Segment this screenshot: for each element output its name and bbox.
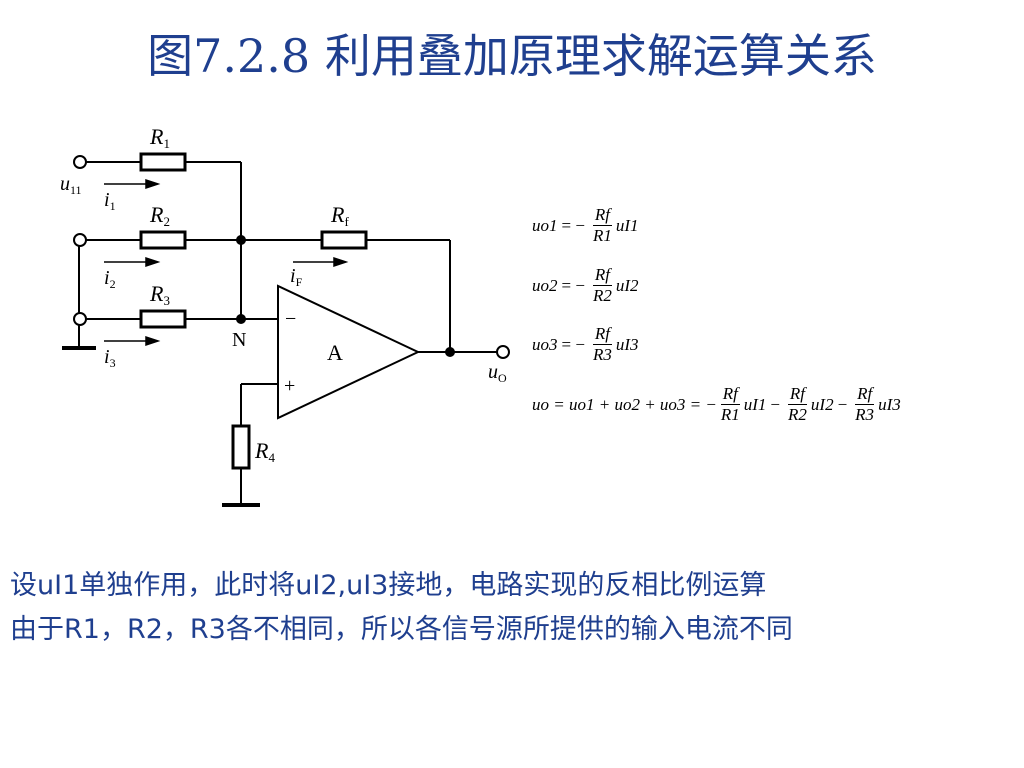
eq4-lhs: uo = uo1 + uo2 + uo3 = − — [532, 394, 717, 414]
eq1-rhs: uI1 — [615, 215, 639, 235]
label-i2: i2 — [104, 267, 116, 291]
equation-uo3: uo3 = − Rf R3 uI3 — [532, 324, 639, 365]
eq1-fraction: Rf R1 — [591, 205, 614, 246]
equation-uo2: uo2 = − Rf R2 uI2 — [532, 265, 639, 306]
resistor-rf — [320, 230, 368, 250]
junction-output — [445, 347, 455, 357]
terminal-u13 — [73, 312, 87, 326]
body-text-line-1: 设uI1单独作用，此时将uI2,uI3接地，电路实现的反相比例运算 — [10, 570, 767, 601]
eq2-fraction: Rf R2 — [591, 265, 614, 306]
arrow-i1-head — [145, 178, 161, 190]
eq4-var-2: uI2 — [810, 394, 834, 414]
eq3-numerator: Rf — [592, 324, 612, 345]
terminal-uo — [496, 345, 510, 359]
eq4-fraction-1: Rf R1 — [719, 384, 742, 425]
label-i3: i3 — [104, 346, 116, 370]
label-node-n: N — [232, 329, 246, 351]
label-noninverting-input: + — [284, 375, 295, 397]
eq4-numerator-1: Rf — [720, 384, 740, 405]
eq3-denominator: R3 — [592, 345, 612, 364]
eq4-minus-2: − — [837, 394, 848, 414]
label-r4: R4 — [254, 438, 275, 465]
eq2-denominator: R2 — [592, 286, 612, 305]
eq1-numerator: Rf — [592, 205, 612, 226]
eq4-numerator-2: Rf — [787, 384, 808, 405]
junction-node-n — [236, 314, 246, 324]
arrow-if-head — [333, 256, 349, 268]
label-u11: u11 — [60, 173, 82, 197]
eq4-denominator-3: R3 — [855, 405, 875, 424]
equation-uo1: uo1 = − Rf R1 uI1 — [532, 205, 639, 246]
label-r3: R3 — [149, 281, 170, 308]
label-rf: Rf — [330, 202, 349, 229]
resistor-r4 — [231, 424, 251, 470]
resistor-r3 — [139, 309, 187, 329]
resistor-r2 — [139, 230, 187, 250]
eq1-denominator: R1 — [592, 226, 612, 245]
label-r2: R2 — [149, 202, 170, 229]
label-uo: uO — [488, 361, 507, 385]
page-title: 图7.2.8 利用叠加原理求解运算关系 — [147, 29, 877, 83]
eq1-equals: = − — [561, 215, 585, 235]
arrow-i3-head — [145, 335, 161, 347]
label-if: iF — [290, 265, 303, 289]
label-inverting-input: − — [285, 308, 296, 330]
eq4-var-3: uI3 — [878, 394, 901, 414]
label-op-amp-a: A — [327, 340, 343, 365]
eq4-fraction-2: Rf R2 — [786, 384, 809, 425]
eq1-lhs: uo1 — [532, 215, 558, 235]
eq4-denominator-2: R2 — [788, 405, 807, 424]
op-amp-triangle — [277, 284, 421, 420]
label-r1: R1 — [149, 124, 170, 151]
equation-uo-total: uo = uo1 + uo2 + uo3 = − Rf R1 uI1 − Rf … — [532, 384, 901, 425]
eq4-numerator-3: Rf — [855, 384, 875, 405]
terminal-u12 — [73, 233, 87, 247]
eq4-fraction-3: Rf R3 — [853, 384, 876, 425]
eq3-equals: = − — [561, 334, 585, 354]
body-text-line-2: 由于R1，R2，R3各不相同，所以各信号源所提供的输入电流不同 — [10, 614, 793, 645]
junction-node-top — [236, 235, 246, 245]
eq4-var-1: uI1 — [743, 394, 767, 414]
eq3-fraction: Rf R3 — [591, 324, 614, 365]
eq3-lhs: uo3 — [532, 334, 558, 354]
eq3-rhs: uI3 — [615, 334, 639, 354]
eq4-denominator-1: R1 — [720, 405, 740, 424]
resistor-r1 — [139, 152, 187, 172]
terminal-u11 — [73, 155, 87, 169]
arrow-i2-head — [145, 256, 161, 268]
eq2-lhs: uo2 — [532, 275, 558, 295]
eq2-equals: = − — [561, 275, 585, 295]
label-i1: i1 — [104, 189, 116, 213]
eq4-minus-1: − — [770, 394, 781, 414]
eq2-rhs: uI2 — [615, 275, 639, 295]
eq2-numerator: Rf — [592, 265, 612, 286]
